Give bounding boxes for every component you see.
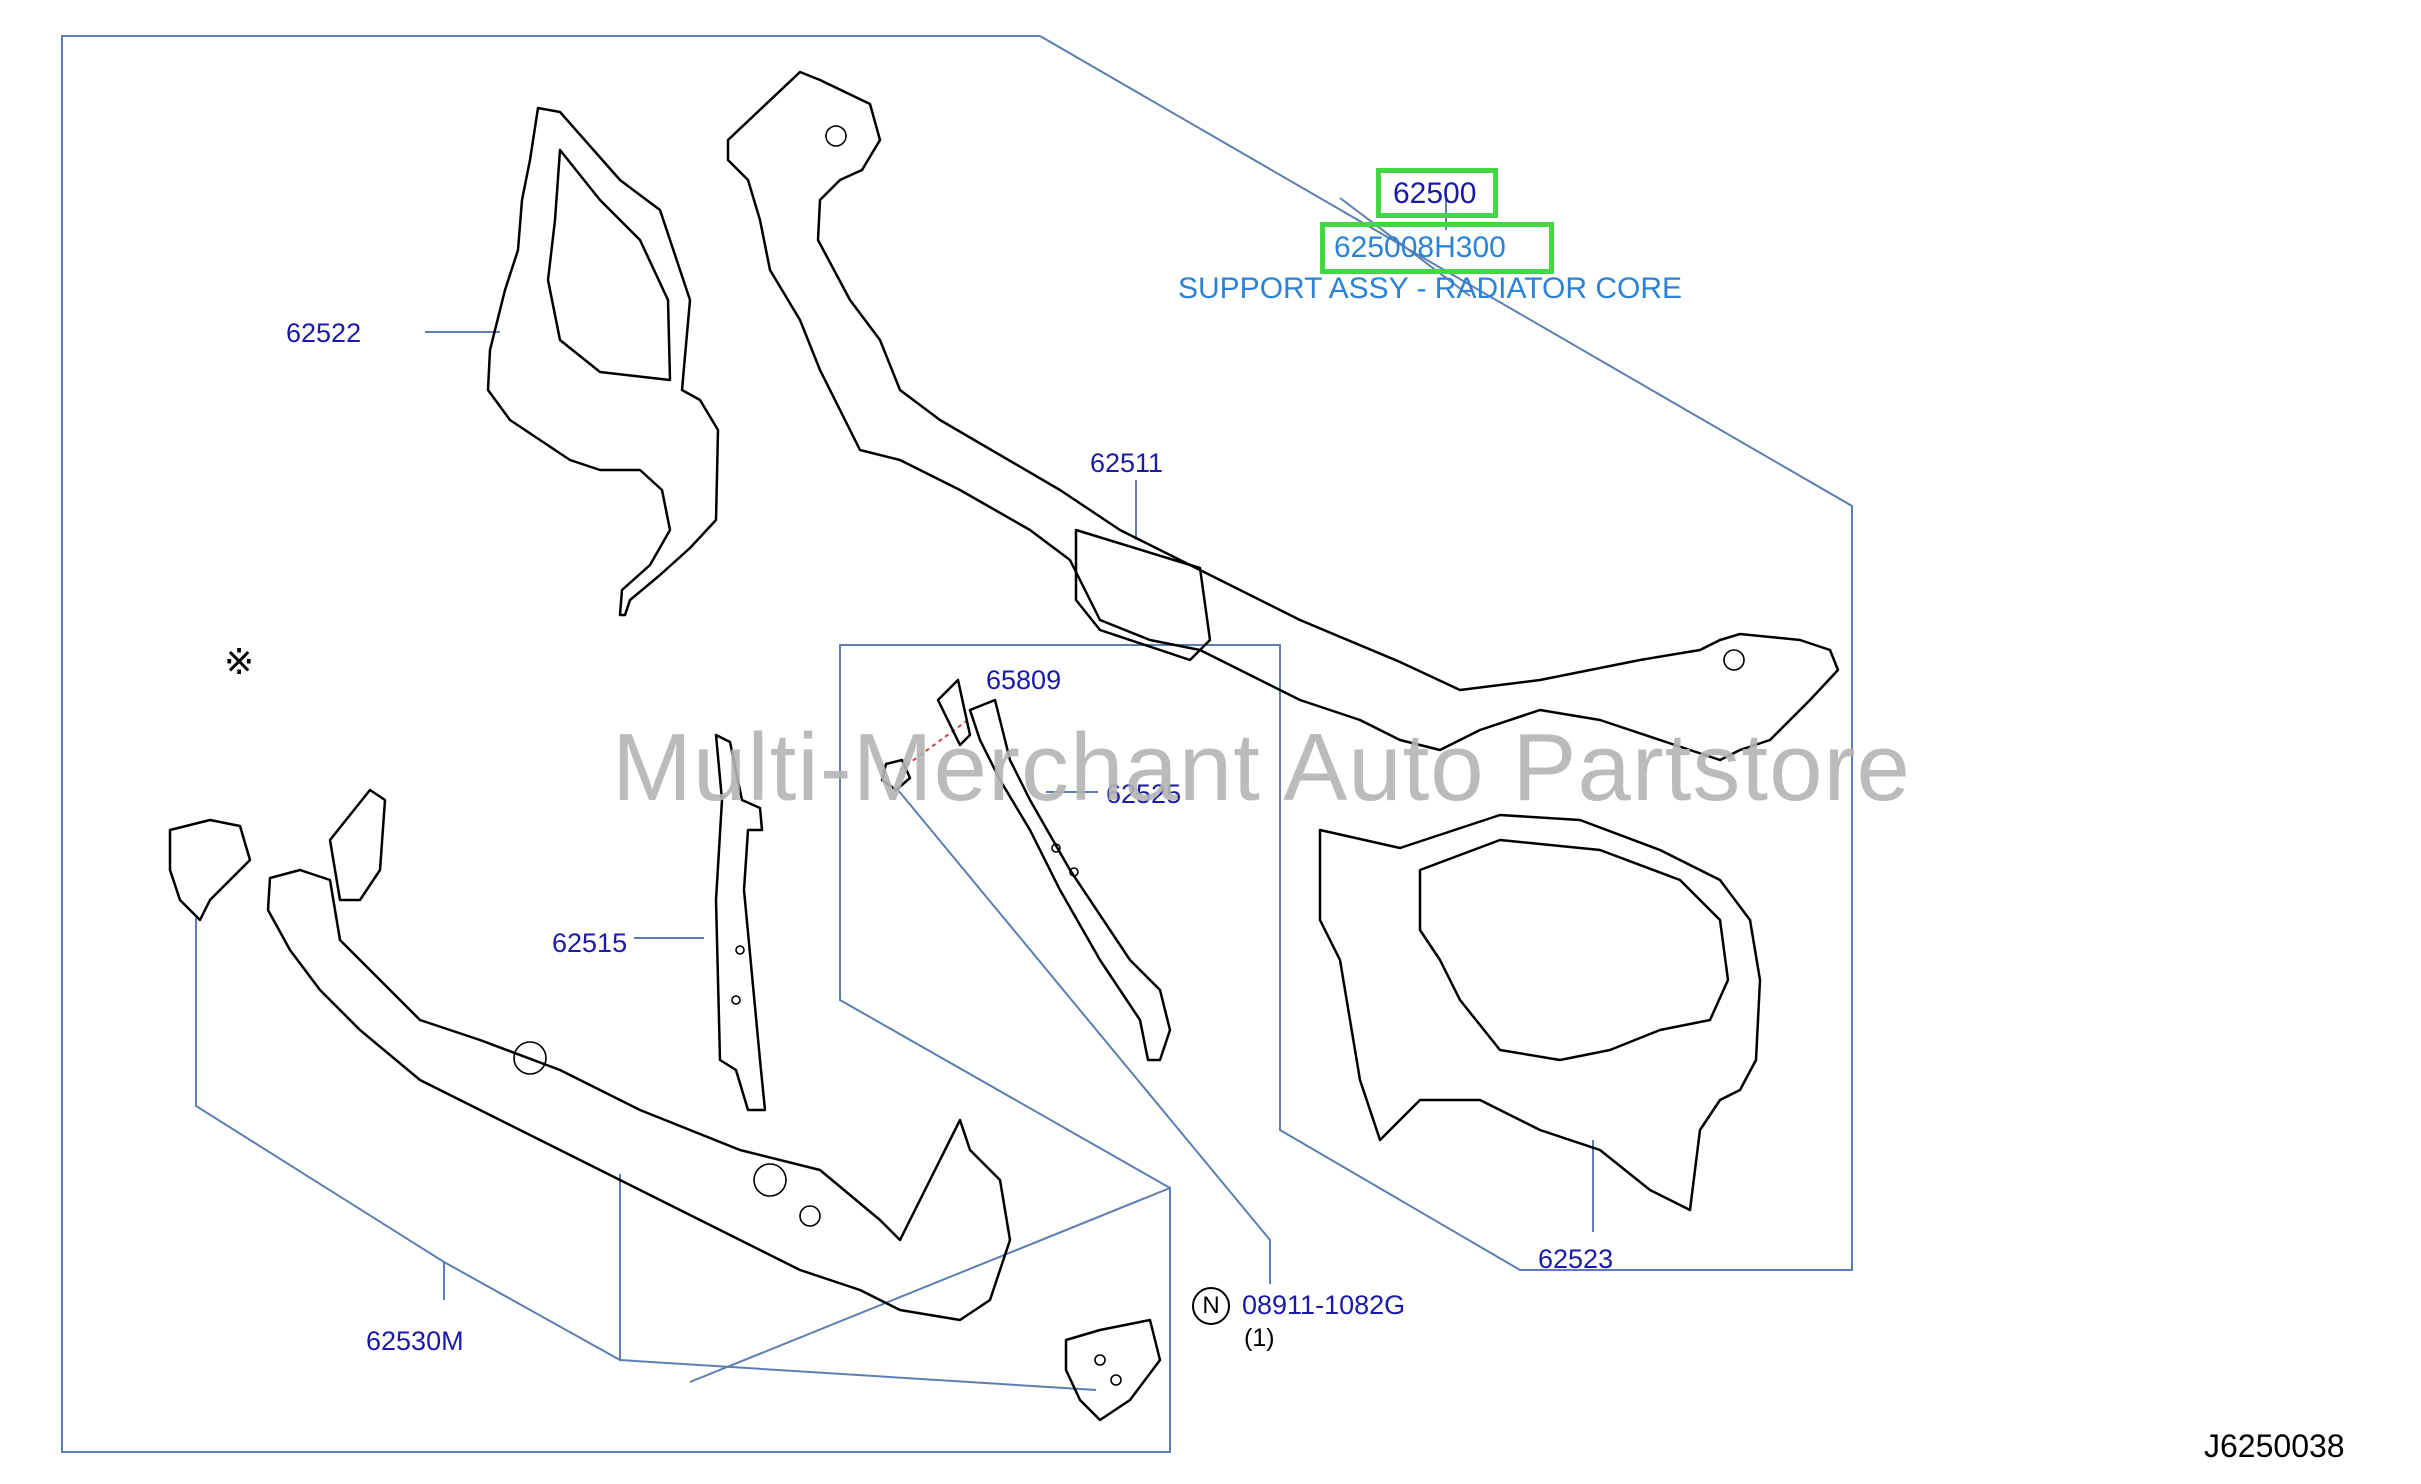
callout-62515[interactable]: 62515 xyxy=(552,928,628,958)
callout-08911-1082g[interactable]: 08911-1082G xyxy=(1242,1290,1406,1320)
main-assembly-frame xyxy=(839,35,1853,1271)
bracket-62530m xyxy=(195,920,621,1362)
highlight-alt-number xyxy=(1320,222,1554,274)
part-holes xyxy=(513,125,1745,1386)
reference-mark-icon: ※ xyxy=(224,641,255,682)
diagram-id: J6250038 xyxy=(2204,1428,2345,1464)
leader-title xyxy=(1339,197,1471,297)
part-62523-side-panel xyxy=(1318,813,1762,1212)
part-number-625008h300[interactable]: 625008H300 xyxy=(1334,231,1506,264)
part-nut-08911 xyxy=(880,758,912,792)
part-description: SUPPORT ASSY - RADIATOR CORE xyxy=(1178,272,1683,305)
callout-62511[interactable]: 62511 xyxy=(1090,448,1164,478)
part-outlines xyxy=(168,70,1840,1422)
part-62511-upper-member xyxy=(726,70,1840,762)
part-number-62500[interactable]: 62500 xyxy=(1393,177,1477,210)
bracket-62530m-b xyxy=(619,1359,1097,1391)
leader-08911 xyxy=(897,789,1271,1284)
callout-62522[interactable]: 62522 xyxy=(286,318,362,348)
part-62530m-left-arm xyxy=(328,788,387,902)
part-62511-center-box xyxy=(1074,528,1212,662)
part-65809-clip xyxy=(936,678,972,747)
callout-62525[interactable]: 62525 xyxy=(1106,779,1182,809)
part-62530m-small-bracket-left xyxy=(168,818,252,922)
highlight-part-number xyxy=(1376,168,1498,218)
outer-frame xyxy=(61,35,1171,1453)
quantity-08911: (1) xyxy=(1244,1324,1275,1352)
watermark: Multi-Merchant Auto Partstore xyxy=(612,714,1911,821)
n-mark-icon: N xyxy=(1192,1287,1230,1325)
part-62530m-lower-member xyxy=(266,868,1012,1322)
callout-62530m[interactable]: 62530M xyxy=(366,1326,464,1356)
part-62525-stay xyxy=(968,698,1172,1062)
callout-65809[interactable]: 65809 xyxy=(986,665,1062,695)
part-62515-vertical-bar xyxy=(714,733,767,1112)
dash-65809 xyxy=(899,719,969,771)
frame-lines xyxy=(61,35,1853,1453)
part-62522-side-panel xyxy=(486,106,720,617)
callout-62523[interactable]: 62523 xyxy=(1538,1244,1614,1274)
part-62530m-small-bracket-right xyxy=(1064,1318,1162,1422)
